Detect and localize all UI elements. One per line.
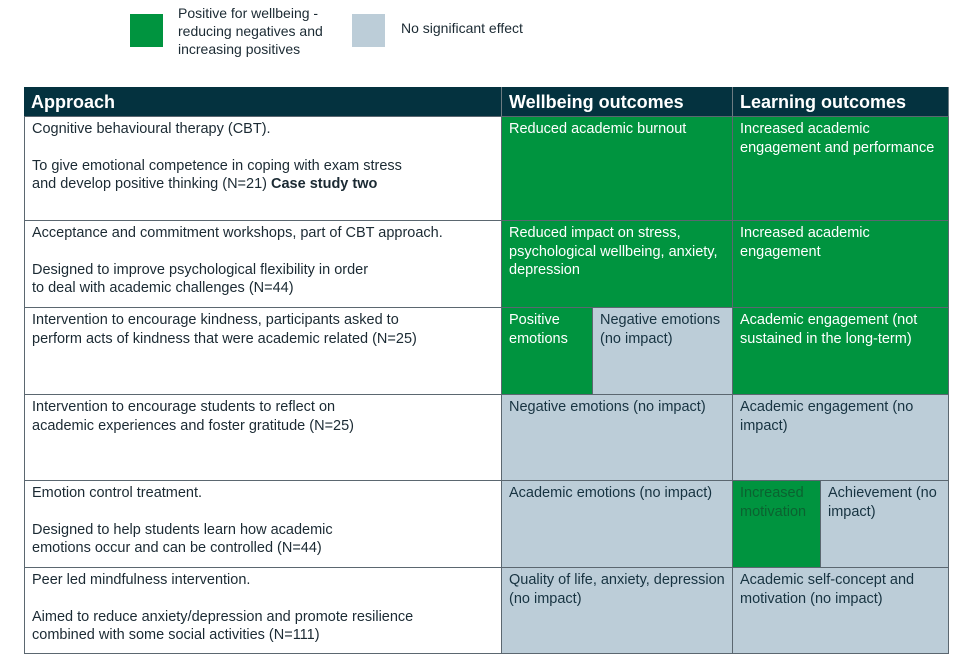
approach-text: Emotion control treatment.: [32, 485, 203, 501]
approach-line: Peer led mindfulness intervention.: [32, 571, 494, 590]
approach-line: Intervention to encourage kindness, part…: [32, 311, 494, 330]
approach-line: Acceptance and commitment workshops, par…: [32, 224, 494, 243]
approach-text: Intervention to encourage kindness, part…: [32, 312, 399, 328]
approach-line: and develop positive thinking (N=21) Cas…: [32, 175, 494, 194]
approach-line: to deal with academic challenges (N=44): [32, 279, 494, 298]
wellbeing-outcome-cell: Positive emotions: [502, 308, 593, 395]
approach-text: perform acts of kindness that were acade…: [32, 330, 417, 347]
learning-outcome-cell: Academic self-concept and motivation (no…: [733, 568, 949, 654]
learning-outcome-cell: Academic engagement (no impact): [733, 395, 949, 481]
approach-cell: Peer led mindfulness intervention. Aimed …: [24, 568, 502, 654]
legend-swatch-positive: [130, 14, 163, 47]
learning-outcome-cell: Increased motivation: [733, 481, 821, 568]
approach-text: To give emotional competence in coping w…: [32, 157, 402, 174]
wellbeing-outcome-cell: Negative emotions (no impact): [502, 395, 733, 481]
learning-outcome-cell: Increased academic engagement: [733, 221, 949, 308]
legend-line: increasing positives: [178, 41, 301, 57]
approach-line: Designed to help students learn how acad…: [32, 521, 494, 540]
approach-line: Designed to improve psychological flexib…: [32, 261, 494, 280]
legend-label-none: No significant effect: [401, 20, 523, 36]
wellbeing-outcome-cell: Reduced academic burnout: [502, 117, 733, 221]
approach-line: emotions occur and can be controlled (N=…: [32, 539, 494, 558]
legend-line: Positive for wellbeing -: [178, 5, 319, 21]
approach-text: Aimed to reduce anxiety/depression and p…: [32, 608, 414, 625]
wellbeing-outcome-cell: Quality of life, anxiety, depression (no…: [502, 568, 733, 654]
learning-outcome-cell: Achievement (no impact): [821, 481, 949, 568]
approach-line: To give emotional competence in coping w…: [32, 157, 494, 176]
learning-outcome-cell: Academic engagement (not sustained in th…: [733, 308, 949, 395]
approach-text: Cognitive behavioural therapy (CBT).: [32, 121, 271, 137]
approach-line: perform acts of kindness that were acade…: [32, 330, 494, 349]
approach-line: academic experiences and foster gratitud…: [32, 417, 494, 436]
approach-line: Aimed to reduce anxiety/depression and p…: [32, 608, 494, 627]
approach-line: combined with some social activities (N=…: [32, 626, 494, 645]
approach-line: Emotion control treatment.: [32, 484, 494, 503]
approach-line: Cognitive behavioural therapy (CBT).: [32, 120, 494, 139]
approach-text: emotions occur and can be controlled (N=…: [32, 540, 322, 556]
header-approach: Approach: [24, 87, 502, 117]
approach-cell: Emotion control treatment. Designed to he…: [24, 481, 502, 568]
approach-cell: Intervention to encourage students to re…: [24, 395, 502, 481]
approach-line: Intervention to encourage students to re…: [32, 398, 494, 417]
approach-cell: Acceptance and commitment workshops, par…: [24, 221, 502, 308]
approach-text: to deal with academic challenges (N=44): [32, 280, 294, 296]
approach-cell: Cognitive behavioural therapy (CBT). To g…: [24, 117, 502, 221]
approach-text: Intervention to encourage students to re…: [32, 399, 336, 415]
approach-text: Peer led mindfulness intervention.: [32, 572, 251, 588]
approach-text: Designed to help students learn how acad…: [32, 521, 333, 538]
header-learning: Learning outcomes: [733, 87, 949, 117]
header-wellbeing: Wellbeing outcomes: [502, 87, 733, 117]
approach-text: combined with some social activities (N=…: [32, 627, 320, 643]
approach-text: and develop positive thinking (N=21): [32, 176, 267, 192]
wellbeing-outcome-cell: Negative emotions (no impact): [593, 308, 733, 395]
approach-cell: Intervention to encourage kindness, part…: [24, 308, 502, 395]
approach-text: Designed to improve psychological flexib…: [32, 261, 369, 278]
case-study-label: Case study two: [271, 176, 378, 192]
learning-outcome-cell: Increased academic engagement and perfor…: [733, 117, 949, 221]
wellbeing-outcome-cell: Reduced impact on stress, psychological …: [502, 221, 733, 308]
legend-line: reducing negatives and: [178, 23, 323, 39]
approach-text: Acceptance and commitment workshops, par…: [32, 225, 443, 241]
approach-text: academic experiences and foster gratitud…: [32, 417, 354, 434]
wellbeing-outcome-cell: Academic emotions (no impact): [502, 481, 733, 568]
legend-swatch-none: [352, 14, 385, 47]
legend-label-positive: Positive for wellbeing - reducing negati…: [178, 4, 323, 58]
